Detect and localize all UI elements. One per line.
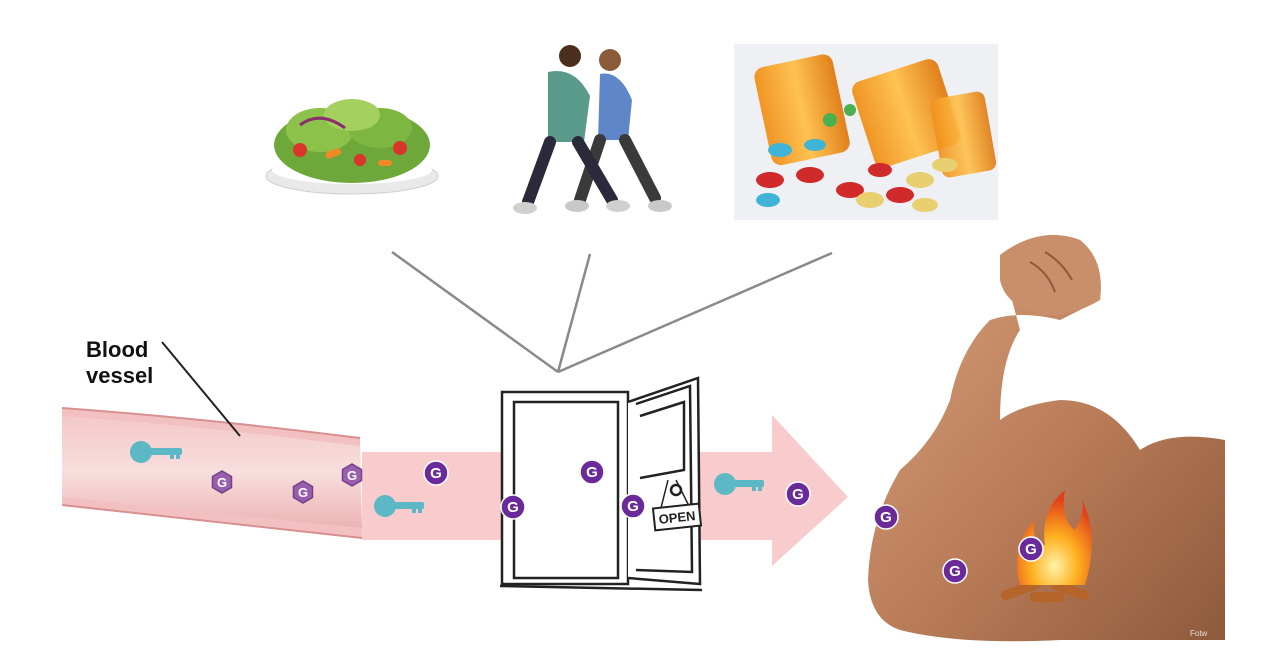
fire-icon — [1000, 490, 1092, 602]
door-icon — [499, 376, 703, 592]
key-icon — [374, 495, 424, 517]
blood-vessel-label: Blood vessel — [86, 337, 153, 389]
flexed-arm-icon — [868, 235, 1225, 642]
pill-bottles-icon — [734, 44, 998, 220]
watermark-text: Fotw — [1190, 629, 1208, 638]
glucose-molecule-label: G — [880, 509, 892, 526]
glucose-molecule: G — [292, 480, 314, 504]
blood-label-line1: Blood — [86, 337, 149, 362]
glucose-molecule-body — [579, 459, 605, 485]
key-icon — [714, 473, 764, 495]
connector-lines — [391, 250, 833, 374]
glucose-molecule-label: G — [217, 475, 227, 490]
glucose-molecule: G — [873, 504, 899, 530]
salad-icon — [265, 99, 439, 195]
glucose-molecule-label: G — [792, 486, 804, 503]
glucose-molecule: G — [1018, 536, 1044, 562]
glucose-molecule: G — [785, 481, 811, 507]
glucose-molecules: G G G G G G G G G G G — [211, 459, 1044, 584]
glucose-molecule-label: G — [347, 468, 357, 483]
glucose-molecule-label: G — [507, 499, 519, 516]
glucose-molecule-body — [1018, 536, 1044, 562]
glucose-molecule-label: G — [627, 498, 639, 515]
glucose-molecule-label: G — [949, 563, 961, 580]
glucose-molecule-label: G — [586, 464, 598, 481]
blood-vessel — [61, 341, 363, 539]
glucose-molecule: G — [341, 463, 363, 487]
glucose-molecule-body — [500, 494, 526, 520]
glucose-molecule-body — [873, 504, 899, 530]
blood-vessel-pointer — [161, 341, 241, 437]
glucose-molecule: G — [620, 493, 646, 519]
glucose-molecule: G — [211, 470, 233, 494]
glucose-molecule-label: G — [298, 485, 308, 500]
glucose-molecule: G — [579, 459, 605, 485]
glucose-molecule-body — [620, 493, 646, 519]
open-sign — [651, 479, 703, 532]
blood-label-line2: vessel — [86, 363, 154, 388]
glucose-molecule-body — [785, 481, 811, 507]
glucose-molecule-body — [423, 460, 449, 486]
key-icon — [130, 441, 182, 463]
glucose-molecule: G — [942, 558, 968, 584]
open-sign-label: OPEN — [658, 508, 696, 527]
glucose-molecule: G — [500, 494, 526, 520]
walking-people-icon — [513, 45, 672, 214]
glucose-molecule-body — [341, 463, 363, 487]
glucose-molecule-body — [211, 470, 233, 494]
glucose-molecule: G — [423, 460, 449, 486]
glucose-molecule-label: G — [1025, 541, 1037, 558]
glucose-molecule-label: G — [430, 465, 442, 482]
glucose-molecule-body — [942, 558, 968, 584]
glucose-molecule-body — [292, 480, 314, 504]
